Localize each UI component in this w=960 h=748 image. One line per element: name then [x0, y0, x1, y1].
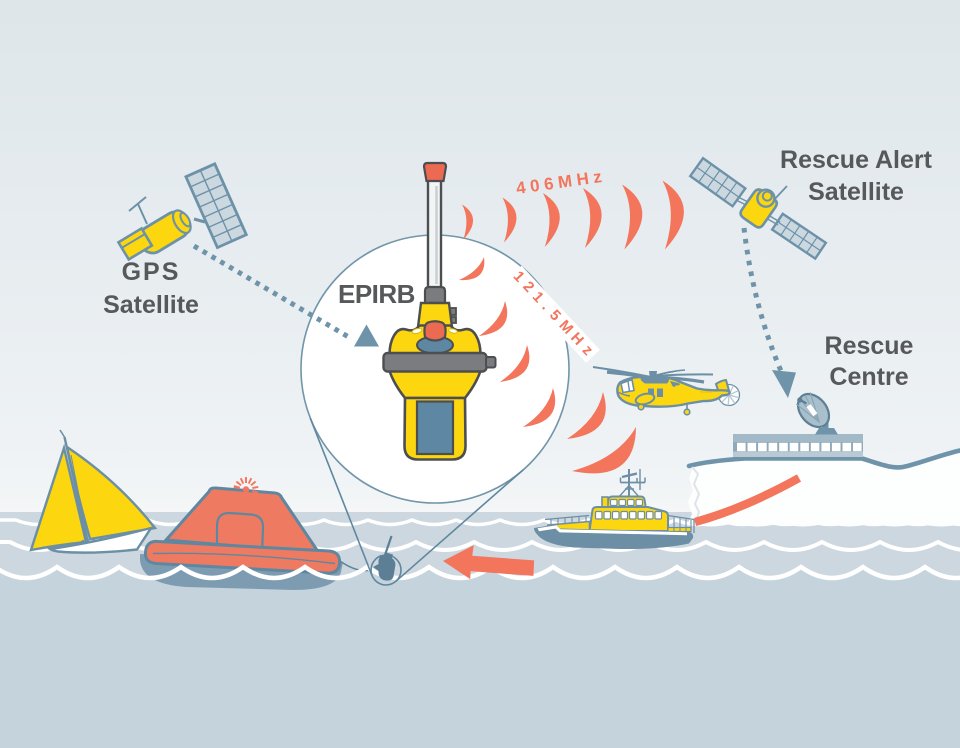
svg-text:Rescue: Rescue: [825, 332, 914, 360]
svg-text:GPS: GPS: [122, 258, 181, 286]
svg-text:EPIRB: EPIRB: [338, 279, 415, 309]
svg-text:Satellite: Satellite: [103, 291, 199, 319]
svg-text:Rescue Alert: Rescue Alert: [780, 146, 933, 174]
svg-text:Satellite: Satellite: [808, 178, 904, 206]
svg-text:Centre: Centre: [829, 363, 908, 391]
